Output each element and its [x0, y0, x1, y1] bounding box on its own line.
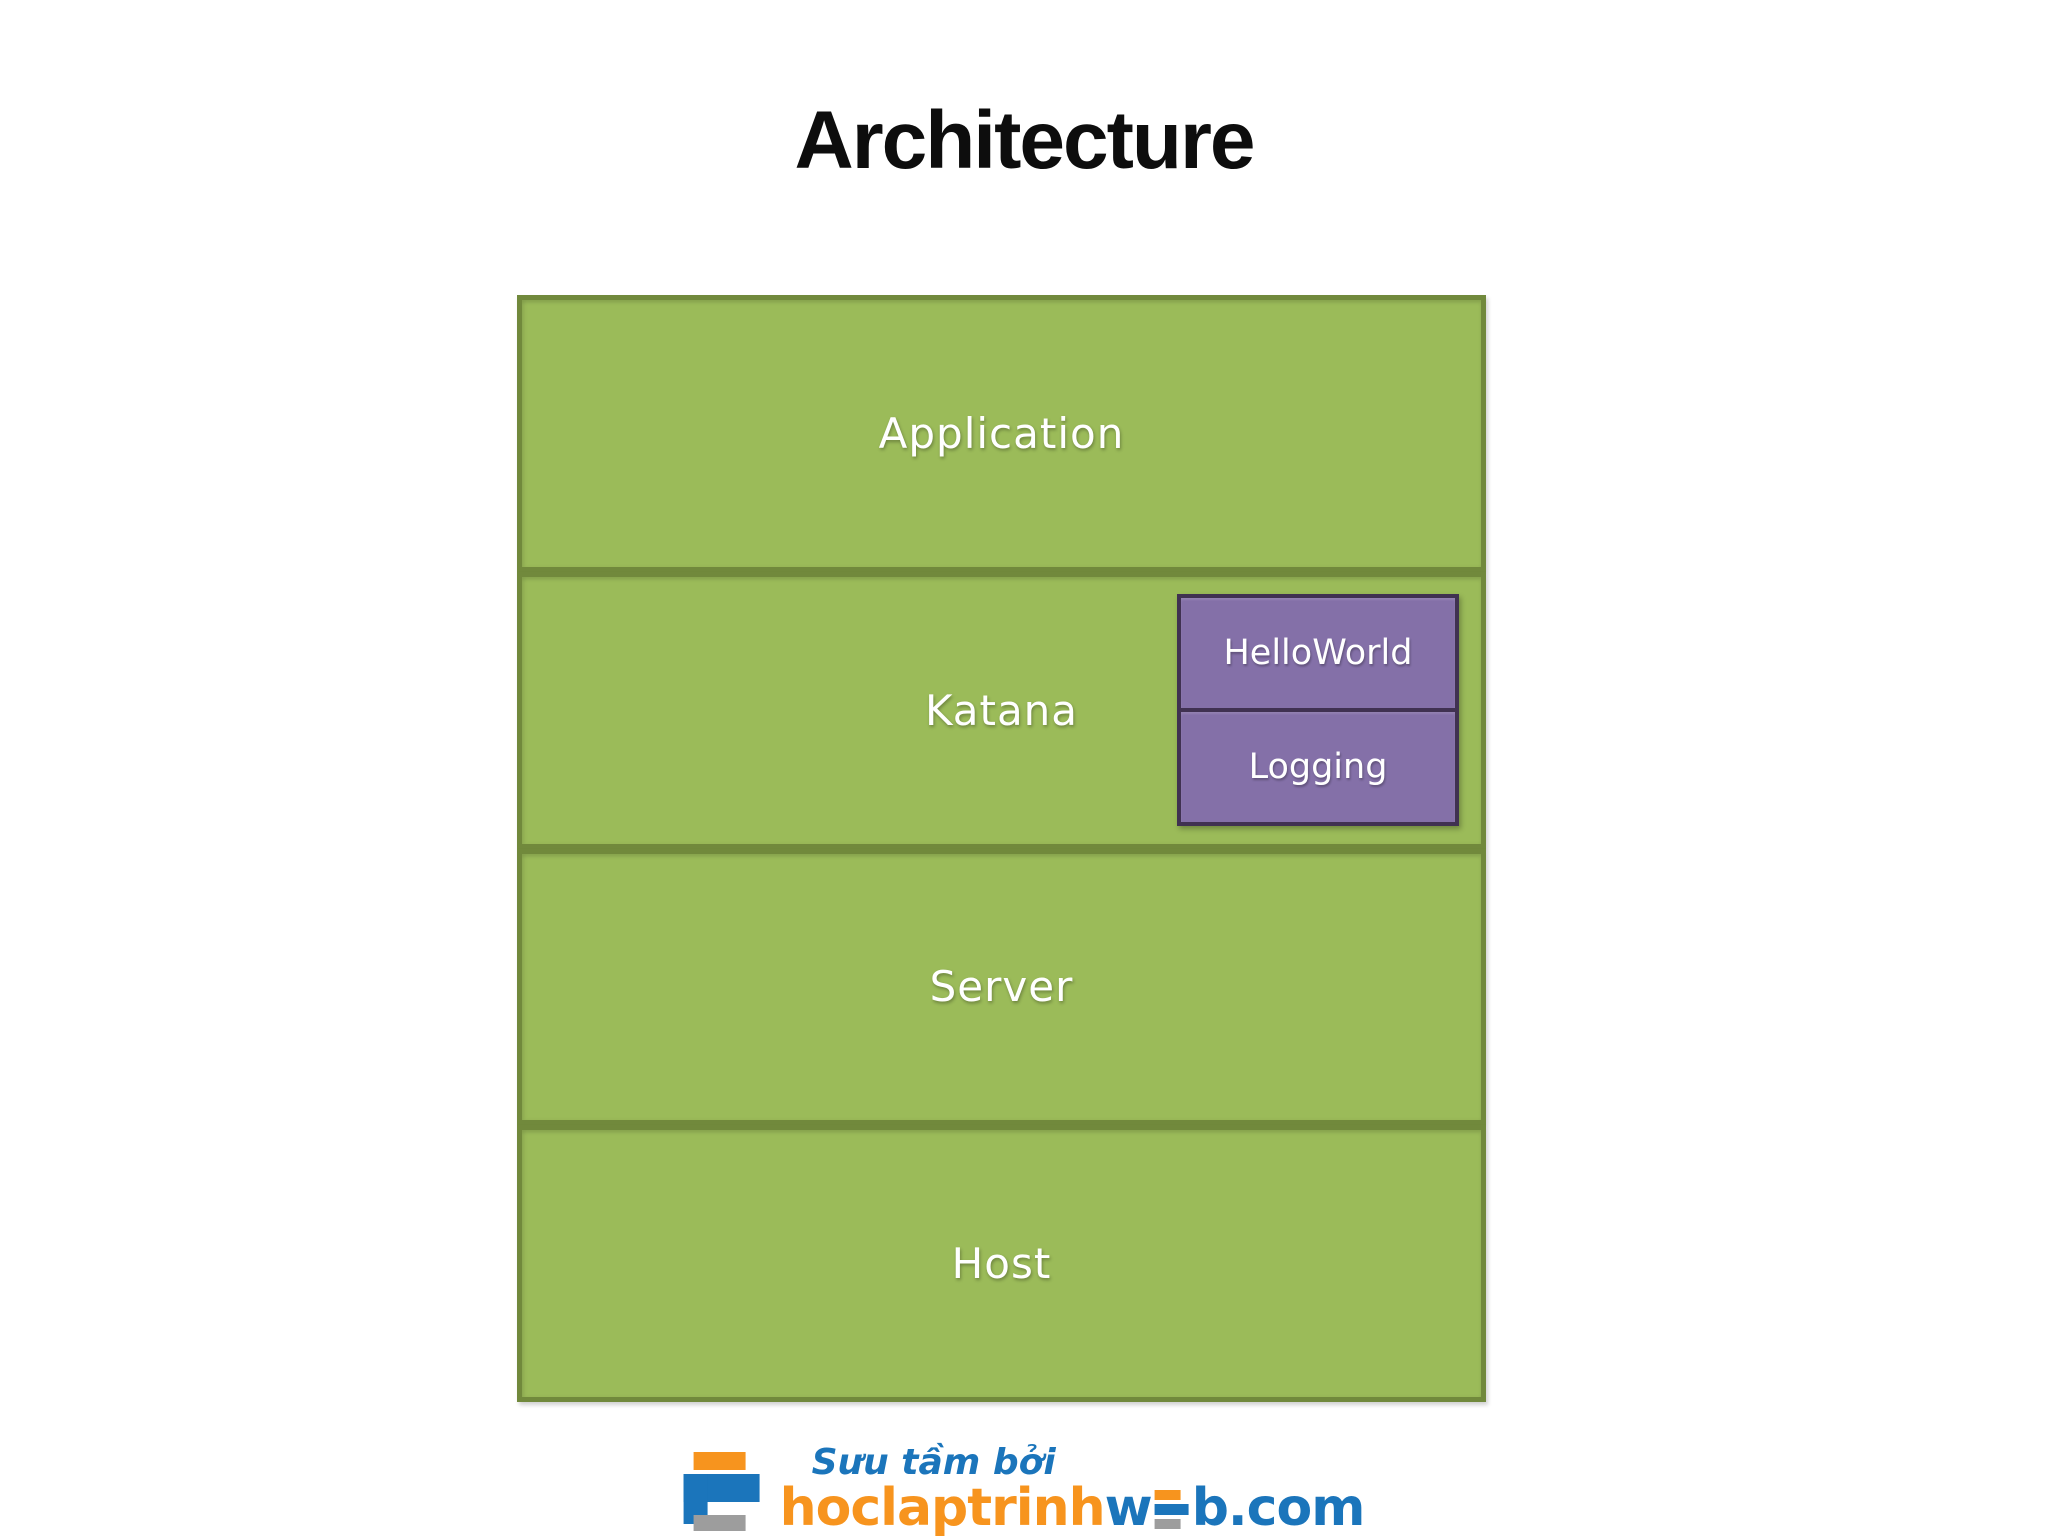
layer-host-label: Host	[951, 1239, 1052, 1289]
layer-server-label: Server	[929, 962, 1074, 1012]
watermark: Sưu tầm bởi hoclaptrinh w b.com	[683, 1442, 1366, 1536]
watermark-text: Sưu tầm bởi hoclaptrinh w b.com	[779, 1442, 1366, 1536]
katana-modules-box: HelloWorld Logging	[1177, 593, 1459, 826]
layer-katana: Katana HelloWorld Logging	[517, 571, 1486, 849]
brand-text-orange: hoclaptrinh	[779, 1477, 1106, 1536]
hoclaptrinhweb-logo-icon	[683, 1444, 766, 1534]
brand-text-bcom: b.com	[1191, 1477, 1366, 1536]
layer-application-label: Application	[878, 408, 1125, 458]
module-logging: Logging	[1181, 707, 1455, 822]
layer-host: Host	[517, 1125, 1486, 1402]
module-helloworld: HelloWorld	[1181, 598, 1455, 708]
diagram-title: Architecture	[794, 95, 1255, 186]
watermark-tagline: Sưu tầm bởi	[811, 1442, 1056, 1483]
architecture-stack: Application Katana HelloWorld Logging Se…	[517, 295, 1486, 1402]
logo-gray-bar	[693, 1515, 746, 1531]
brand-text-w: w	[1104, 1477, 1153, 1536]
watermark-brand: hoclaptrinh w b.com	[779, 1477, 1366, 1536]
layer-server: Server	[517, 848, 1486, 1126]
brand-e-icon	[1154, 1483, 1189, 1529]
layer-katana-label: Katana	[924, 685, 1079, 735]
logo-orange-bar	[693, 1452, 746, 1470]
layer-application: Application	[517, 295, 1486, 572]
